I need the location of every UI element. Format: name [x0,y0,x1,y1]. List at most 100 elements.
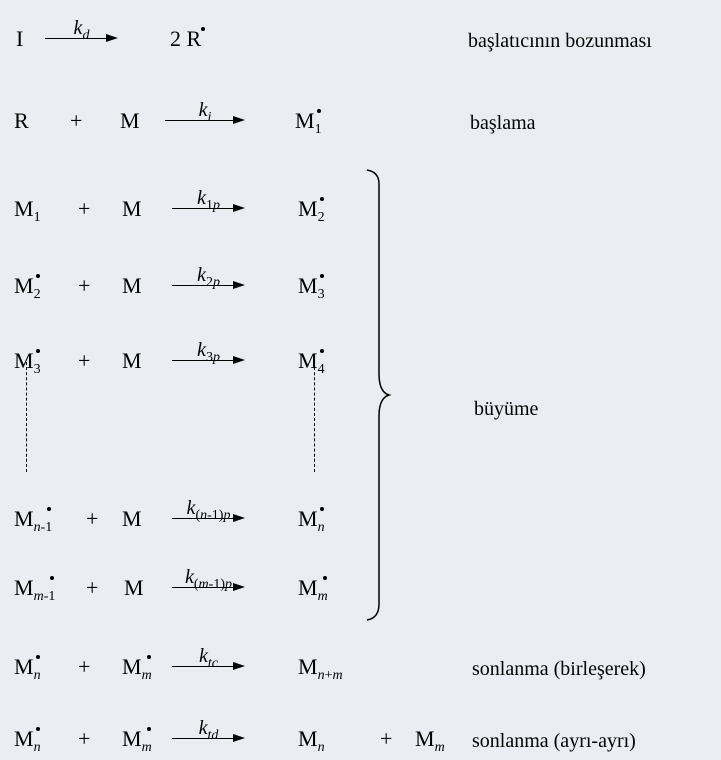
reactant: M1 [14,196,41,225]
species-subscript: n [317,740,325,755]
rate-constant-label: k3p [197,339,220,365]
species-subscript: n-1 [33,520,53,535]
species-symbol: M [14,575,34,600]
plus-operator: + [380,726,393,751]
species-symbol: M [14,726,34,751]
reaction-description: başlama [470,112,536,134]
species-subscript: m [434,740,445,755]
radical-dot [319,507,324,511]
rate-constant-label: k(n-1)p [186,497,231,523]
reaction-arrow: ktc [172,646,245,682]
reactant: M2 [14,274,41,302]
rate-constant-label: kd [73,17,90,43]
species-symbol: M [122,196,142,221]
radical-dot [35,274,40,278]
radical-dot [201,27,206,31]
reactant: Mm [122,654,152,683]
species-symbol: M [298,726,318,751]
plus-operator: + [86,575,99,600]
plus-operator: + [78,196,91,221]
right-ellipsis-dashes [314,362,315,472]
species-symbol: I [16,26,24,51]
species-subscript: n [317,520,325,535]
species-symbol: M [298,575,318,600]
species-symbol: M [295,108,315,133]
reactant: R [14,110,29,132]
rate-constant-label: ktd [198,717,219,743]
reaction-description: sonlanma (ayrı-ayrı) [472,730,636,752]
species-symbol: M [298,348,318,373]
species-symbol: M [122,348,142,373]
species-subscript: 2 [317,210,325,225]
rate-constant-label: k2p [197,264,220,290]
brace-label-buyume: büyüme [474,398,539,420]
reaction-description: sonlanma (birleşerek) [472,658,646,680]
species-symbol: M [14,348,34,373]
product: 2 R [170,26,206,51]
reactant: M [122,508,142,530]
species-subscript: 3 [33,362,41,377]
radical-dot [316,109,321,113]
reaction-arrow: k(m-1)p [172,567,245,603]
species-subscript: m [141,740,152,755]
plus-operator: + [78,348,91,373]
species-subscript: n [33,668,41,683]
radical-dot [319,349,324,353]
species-subscript: 3 [317,287,325,302]
plus-operator: + [70,108,83,133]
species-symbol: M [122,726,142,751]
product: Mm [298,575,328,604]
product: M3 [298,273,325,302]
product: M4 [298,348,325,377]
rate-constant-label: ki [198,99,212,125]
radical-dot [319,197,324,201]
species-subscript: n+m [317,668,343,683]
reaction-description: başlatıcının bozunması [468,30,652,52]
propagation-brace [366,169,392,621]
radical-dot [35,349,40,353]
species-symbol: M [298,506,318,531]
product: M1 [295,108,322,137]
species-subscript: m [141,668,152,683]
plus-operator: + [86,506,99,531]
reactant: Mn-1 [14,506,52,535]
species-symbol: M [122,273,142,298]
species-symbol: M [14,654,34,679]
species-symbol: M [298,196,318,221]
product: Mn [298,726,325,755]
reaction-arrow: k1p [172,188,245,224]
radical-dot [35,727,40,731]
reactant: Mn [14,654,41,683]
product: M2 [298,196,325,225]
reactant: M [122,350,142,372]
product: Mm [415,728,445,755]
reactant: M [120,110,140,132]
radical-dot [146,727,151,731]
reaction-arrow: kd [45,18,118,54]
rate-constant-label: k(m-1)p [184,566,232,592]
species-symbol: 2 R [170,26,202,51]
species-symbol: M [14,196,34,221]
species-subscript: 2 [33,287,41,302]
species-subscript: m [317,589,328,604]
reaction-arrow: ktd [172,718,245,754]
species-symbol: M [298,654,318,679]
reactant: M [124,577,144,599]
rate-constant-label: k1p [197,187,220,213]
reactant: M3 [14,348,41,377]
reaction-arrow: k(n-1)p [172,498,245,534]
species-subscript: 1 [33,210,41,225]
species-symbol: M [298,273,318,298]
reactant: Mm-1 [14,575,55,604]
product: Mn [298,506,325,535]
reaction-arrow: ki [165,100,245,136]
species-symbol: M [122,654,142,679]
left-ellipsis-dashes [26,362,27,472]
species-symbol: M [124,575,144,600]
plus-operator: + [78,654,91,679]
radical-dot [50,576,55,580]
reaction-arrow: k2p [172,265,245,301]
species-symbol: R [14,108,29,133]
plus-operator: + [78,273,91,298]
species-symbol: M [14,506,34,531]
